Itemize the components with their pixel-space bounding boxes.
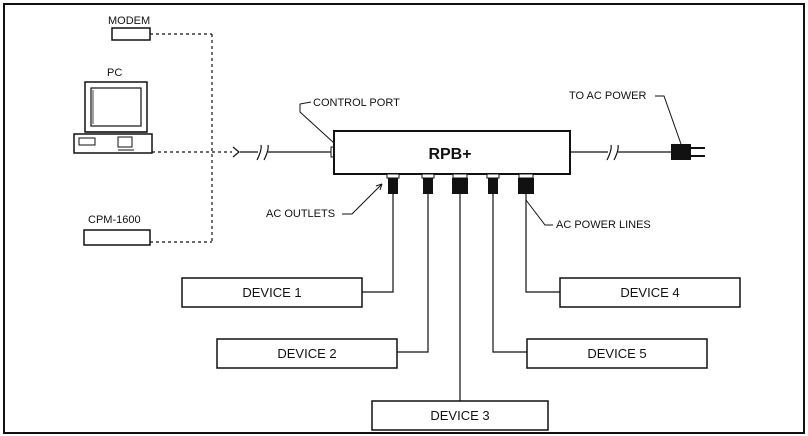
device-2-label: DEVICE 2	[277, 346, 336, 361]
control-port-label: CONTROL PORT	[313, 97, 400, 109]
cpm-box	[83, 229, 151, 246]
to-ac-power-label: TO AC POWER	[569, 90, 646, 102]
pc-icon	[73, 81, 153, 154]
ac-outlets-label: AC OUTLETS	[266, 208, 335, 220]
device-4-box	[559, 277, 741, 308]
device-2-box	[216, 338, 398, 369]
device-1-box	[181, 277, 363, 308]
modem-box	[111, 27, 151, 41]
power-lines	[362, 194, 560, 401]
device-4-label: DEVICE 4	[620, 285, 679, 300]
ac-outlets	[386, 173, 534, 194]
device-5-box	[526, 338, 708, 369]
outlet-plug-icon	[486, 173, 500, 194]
diagram-frame	[3, 3, 805, 434]
arrow-head-icon	[232, 146, 240, 158]
power-cable	[570, 144, 672, 161]
ac-power-lines-label: AC POWER LINES	[556, 219, 651, 231]
outlet-plug-icon	[386, 173, 400, 194]
pc-label: PC	[107, 67, 122, 79]
rpb-unit	[333, 130, 571, 175]
device-3-label: DEVICE 3	[430, 408, 489, 423]
ac-plug-icon	[671, 144, 705, 160]
ac-outlets-leader	[342, 183, 383, 215]
control-cable	[240, 144, 332, 161]
device-1-label: DEVICE 1	[242, 285, 301, 300]
device-5-label: DEVICE 5	[587, 346, 646, 361]
to-ac-power-leader	[655, 95, 682, 145]
rpb-label: RPB+	[428, 146, 471, 163]
outlet-plug-icon	[518, 173, 534, 194]
outlet-plug-icon	[421, 173, 435, 194]
outlet-plug-icon	[452, 173, 468, 194]
control-port-leader	[299, 101, 335, 144]
device-3-box	[371, 400, 549, 431]
cpm-label: CPM-1600	[88, 214, 141, 226]
ac-power-lines-leader	[525, 199, 553, 226]
modem-label: MODEM	[108, 15, 150, 27]
dashed-links	[150, 33, 232, 243]
